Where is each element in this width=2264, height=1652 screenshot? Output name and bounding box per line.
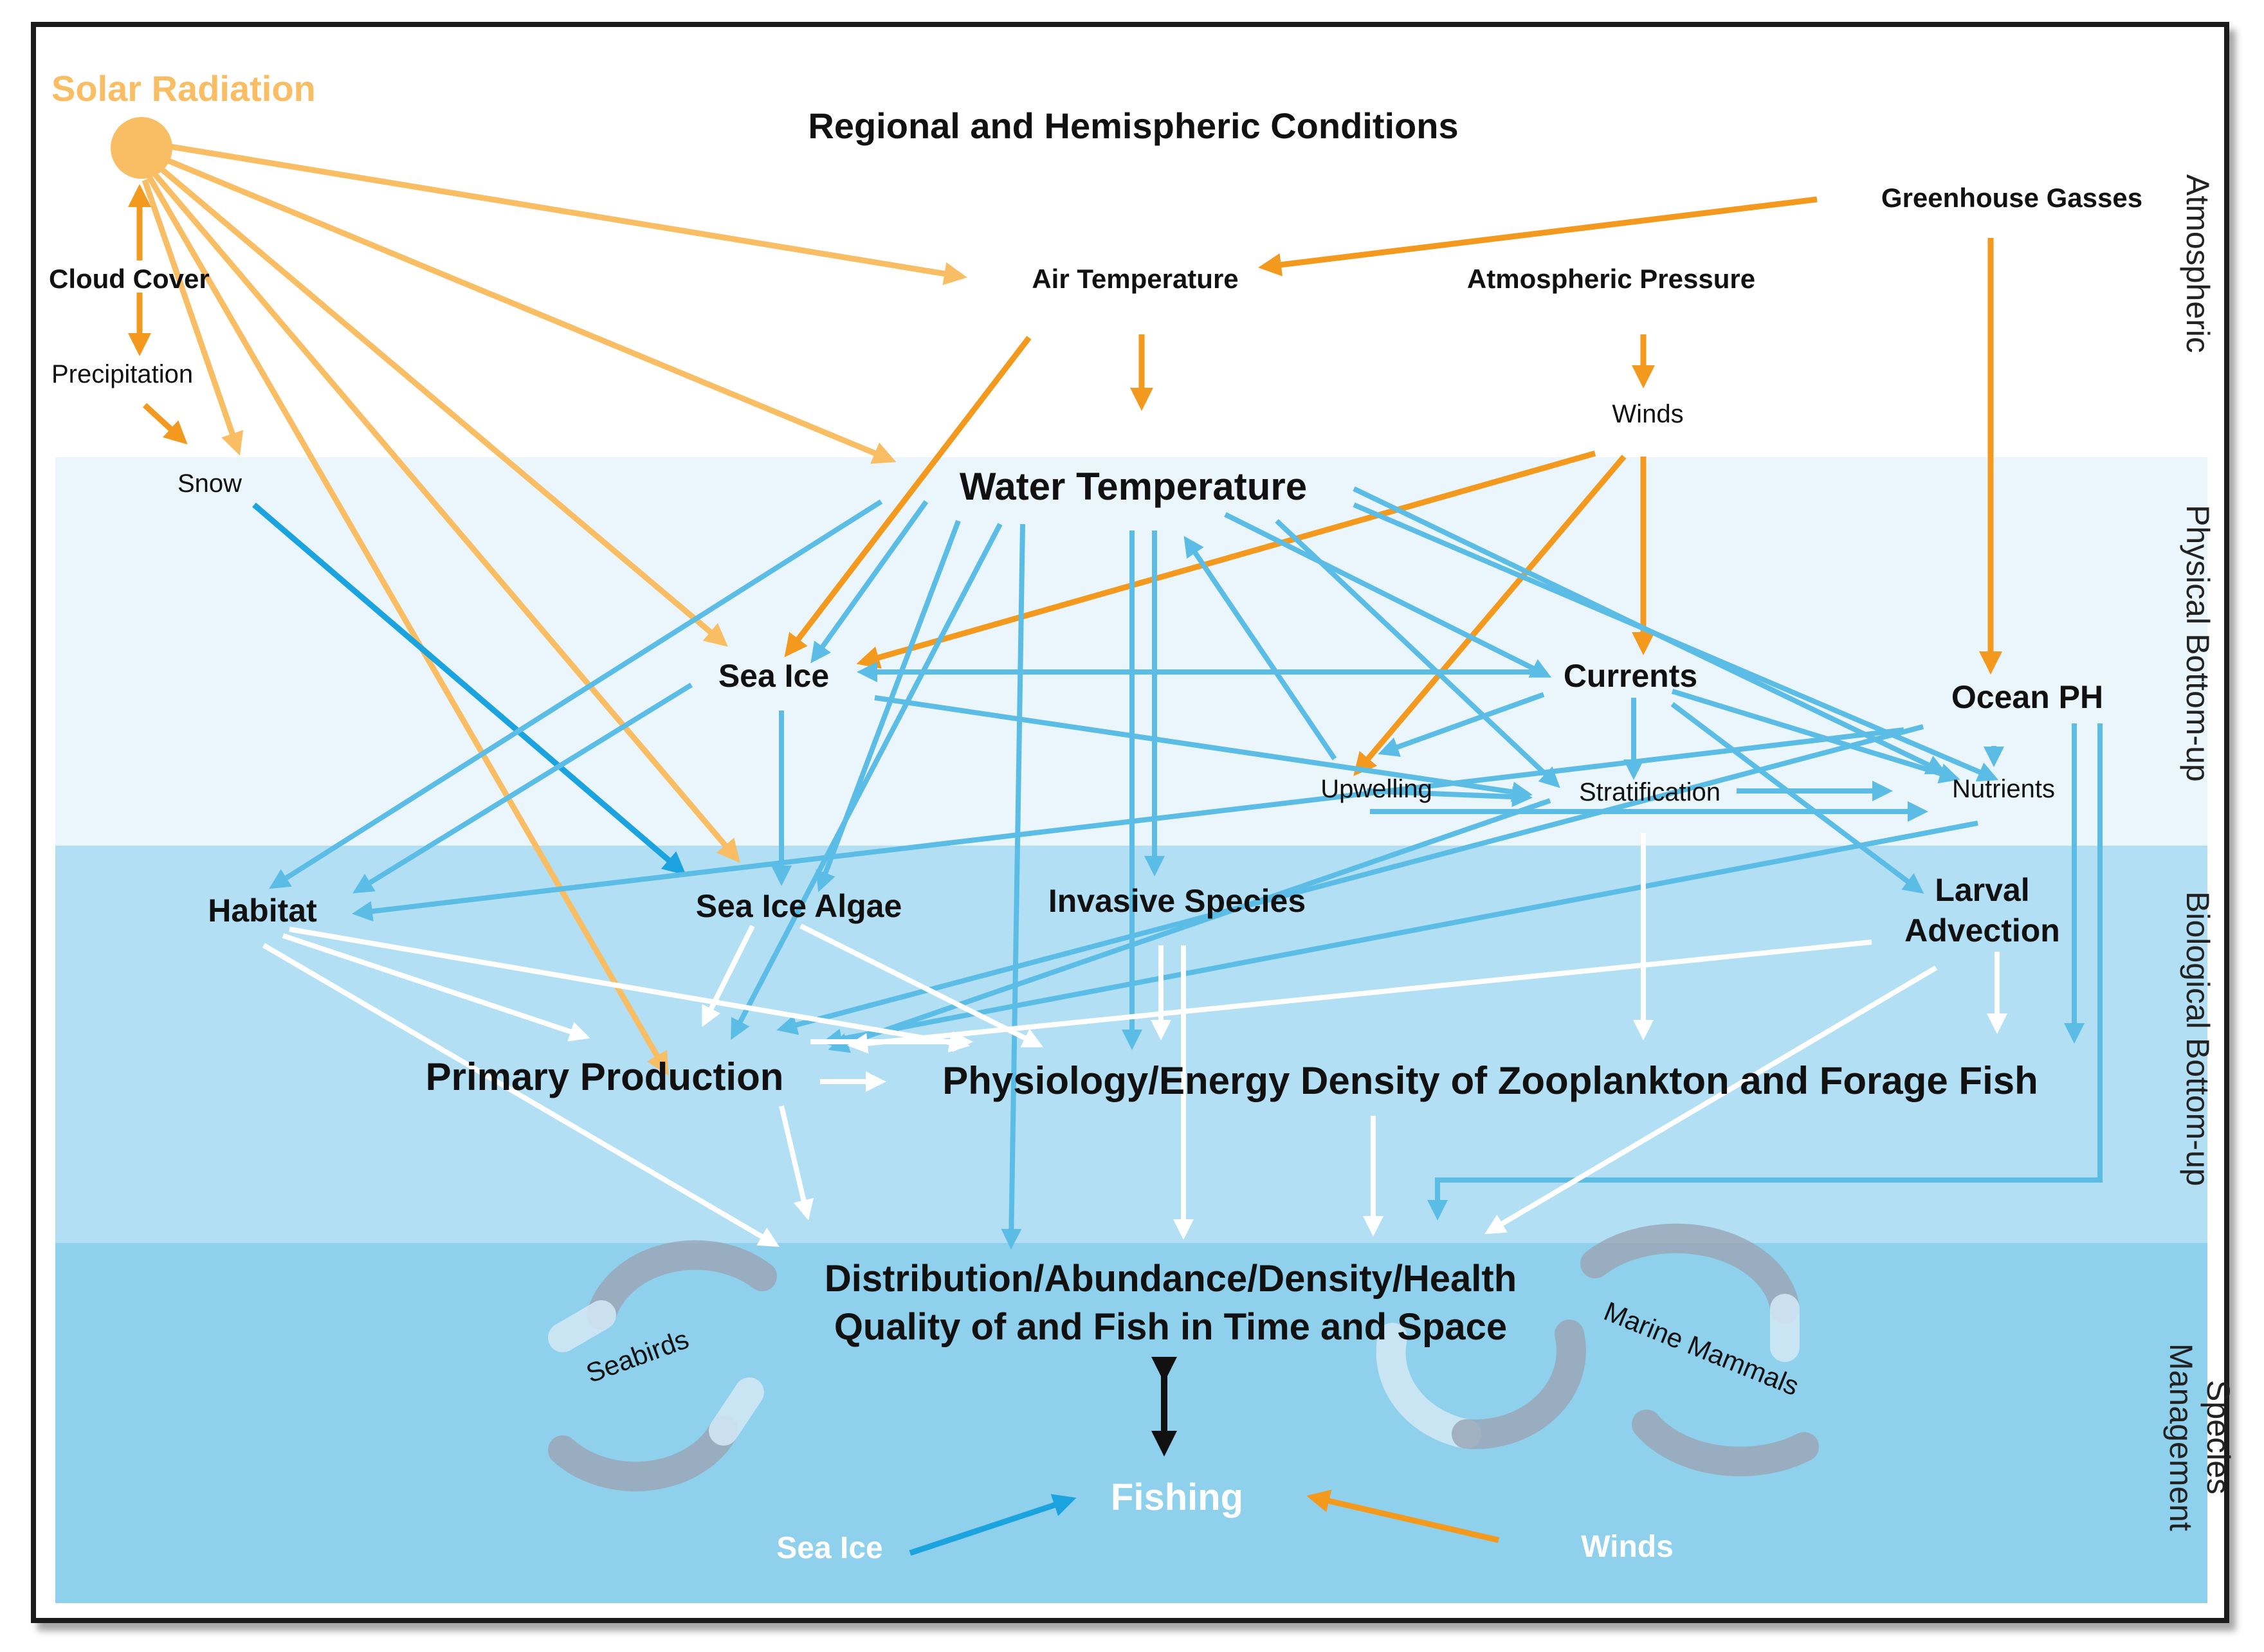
primary-production-label: Primary Production <box>425 1055 784 1098</box>
invasive-species-label: Invasive Species <box>1048 883 1306 919</box>
currents-label: Currents <box>1563 658 1698 694</box>
snow-label: Snow <box>178 469 242 498</box>
sea-ice-fishing-driver-label: Sea Ice <box>776 1531 883 1565</box>
biological-band-label: Biological Bottom-up <box>2180 891 2216 1186</box>
larval-advection-label-line2: Advection <box>1904 912 2060 949</box>
seabirds-cycle-icon <box>548 1240 777 1492</box>
upwelling-label: Upwelling <box>1320 775 1432 803</box>
species-management-band <box>55 1243 2207 1603</box>
fishing-label: Fishing <box>1110 1476 1244 1518</box>
biological-arrows <box>262 833 2007 1248</box>
ocean-arrows <box>269 486 2103 1249</box>
air-temperature-label: Air Temperature <box>1032 264 1239 294</box>
winds-fishing-driver-label: Winds <box>1581 1530 1674 1564</box>
nutrients-label: Nutrients <box>1951 775 2056 803</box>
winds-label: Winds <box>1612 400 1684 428</box>
sea-ice-to-fishing-arrow <box>909 1494 1077 1556</box>
diagram-title: Regional and Hemispheric Conditions <box>808 105 1459 146</box>
distribution-label-line2: Quality of and Fish in Time and Space <box>834 1306 1508 1348</box>
diagram-frame <box>31 22 2229 1623</box>
species-band-label-line2: Management <box>2163 1343 2199 1531</box>
ocean-ph-label: Ocean PH <box>1951 679 2104 715</box>
atmospheric-pressure-label: Atmospheric Pressure <box>1466 264 1756 294</box>
physical-band-label: Physical Bottom-up <box>2180 504 2216 782</box>
orange-driver-arrows <box>128 184 2002 1543</box>
precipitation-label: Precipitation <box>51 360 194 388</box>
distribution-label-line1: Distribution/Abundance/Density/Health <box>824 1258 1517 1300</box>
stratification-label: Stratification <box>1578 778 1721 806</box>
solar-radiation-label: Solar Radiation <box>51 68 316 109</box>
sun-icon <box>111 117 172 179</box>
habitat-label: Habitat <box>208 893 317 929</box>
sea-ice-label: Sea Ice <box>718 658 830 694</box>
solar-arrows <box>142 143 967 1076</box>
cloud-cover-label: Cloud Cover <box>49 264 210 294</box>
physiology-label: Physiology/Energy Density of Zooplankton… <box>942 1059 2038 1102</box>
larval-advection-label-line1: Larval <box>1935 872 2030 908</box>
snow-to-algae-arrow <box>252 502 686 875</box>
atmospheric-band-label: Atmospheric <box>2180 174 2216 353</box>
sea-ice-algae-label: Sea Ice Algae <box>695 888 902 924</box>
marine-mammals-cycle-icon <box>1376 1223 1819 1476</box>
water-temperature-label: Water Temperature <box>959 465 1308 508</box>
greenhouse-gasses-label: Greenhouse Gasses <box>1881 183 2143 213</box>
species-band-label-line1: Species <box>2200 1380 2236 1494</box>
